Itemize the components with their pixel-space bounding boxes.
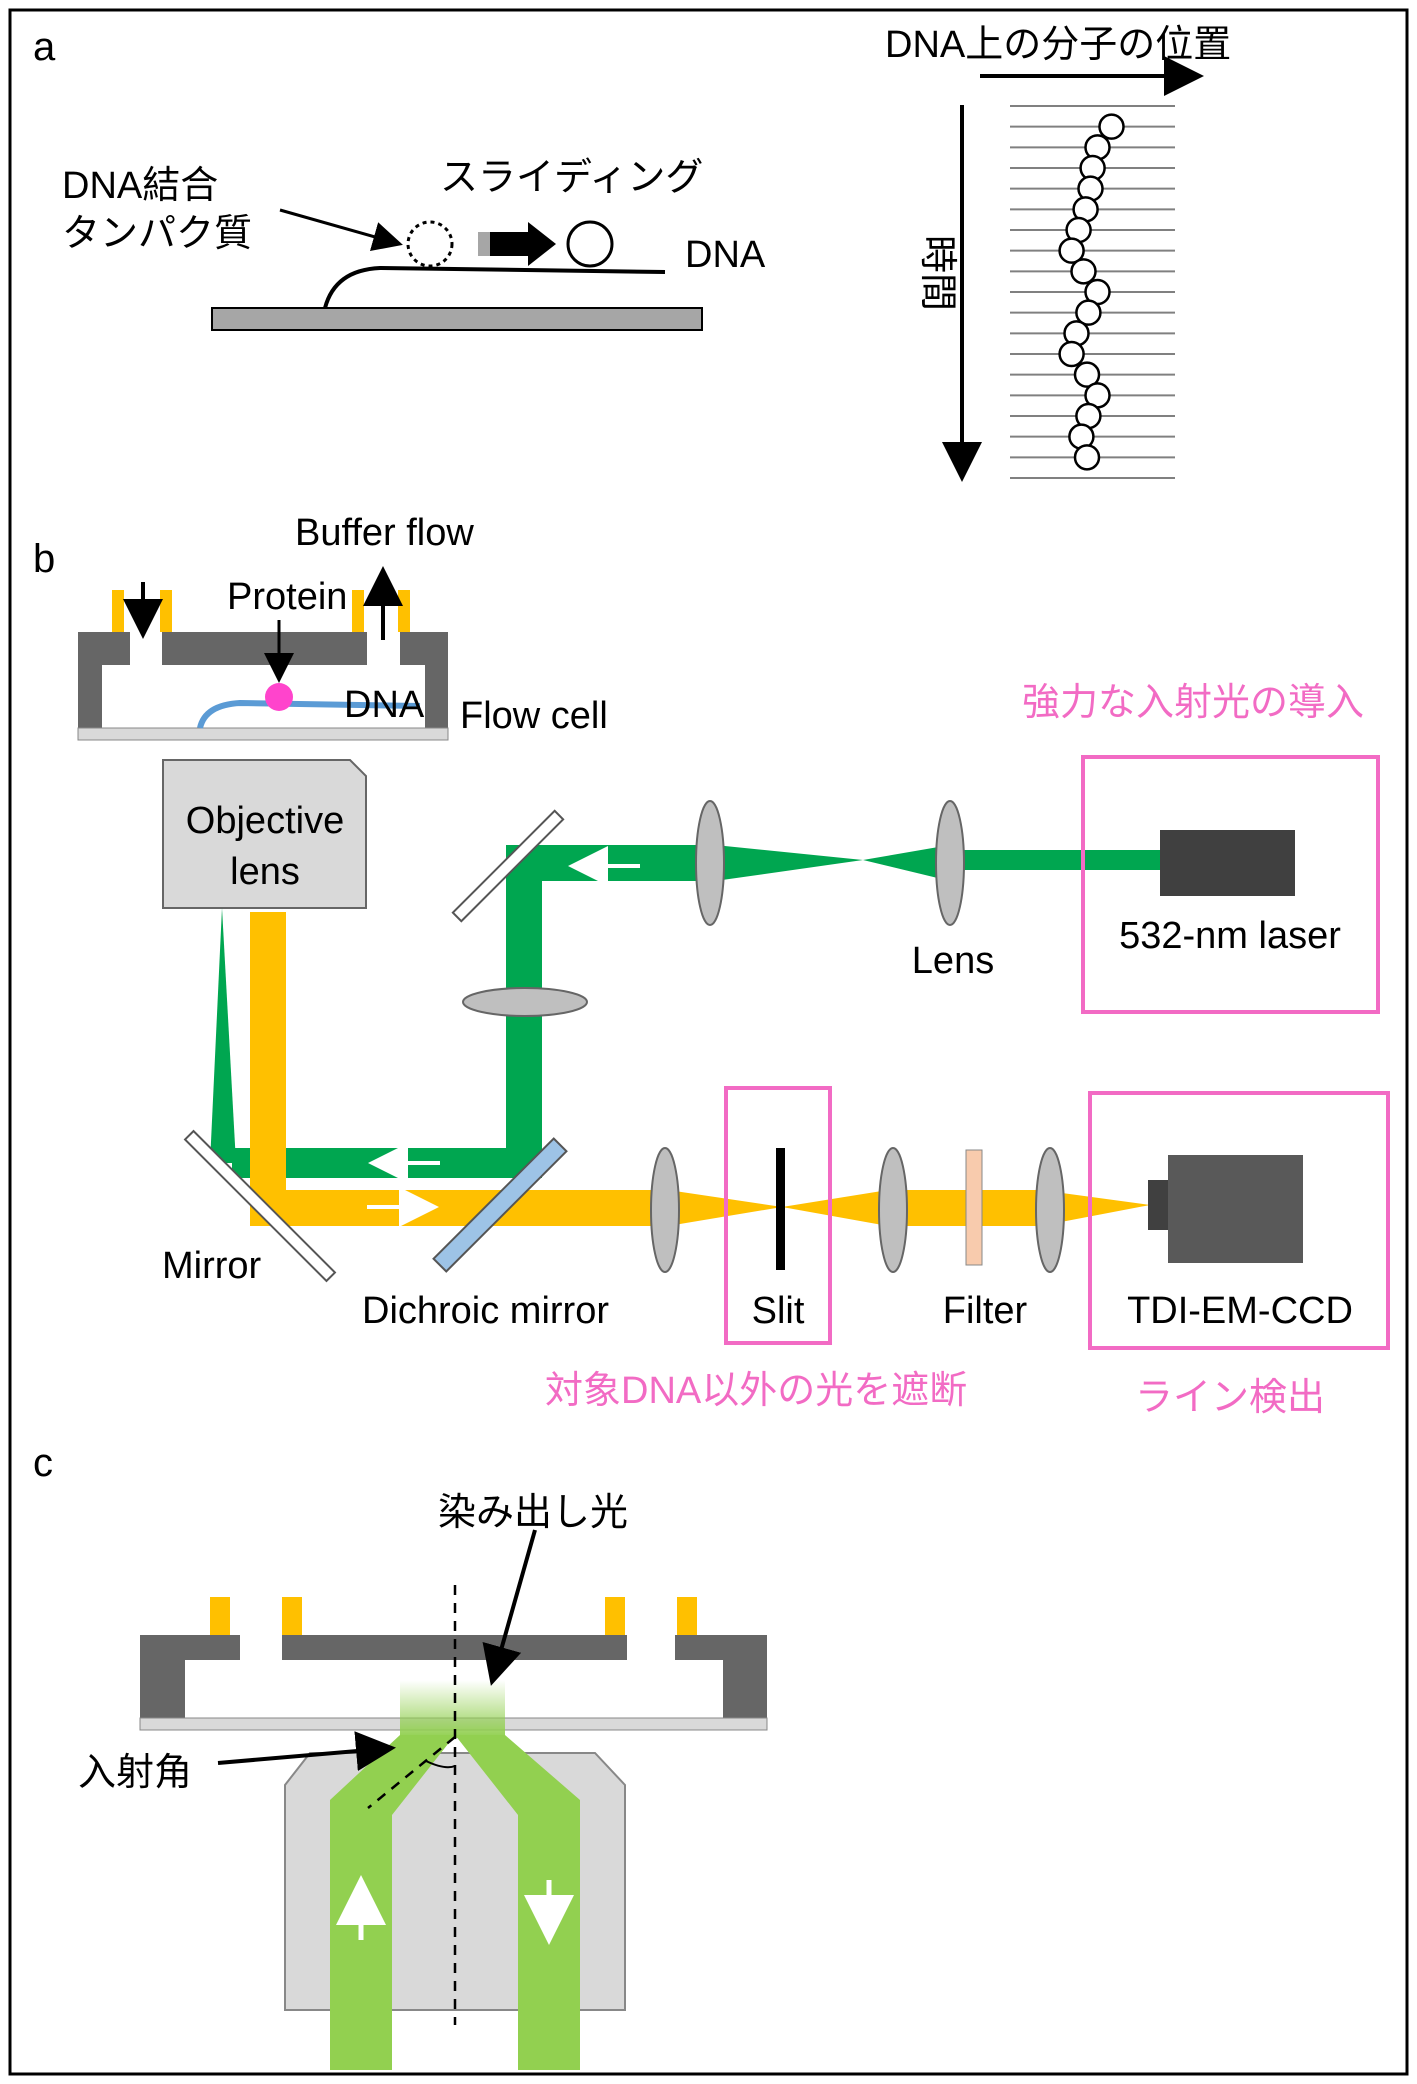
lens-6 <box>1035 1147 1065 1273</box>
objective-label-line1: Objective <box>186 800 344 842</box>
panel-c-label: c <box>33 1441 53 1485</box>
mirror-label: Mirror <box>162 1245 262 1287</box>
angle-pointer <box>217 1731 396 1772</box>
figure-border <box>8 8 1409 2076</box>
laser-label: 532-nm laser <box>1119 915 1341 957</box>
dna-strand-b <box>197 699 421 729</box>
mirror <box>183 1129 337 1283</box>
incidence-angle-label: 入射角 <box>78 1752 192 1794</box>
kymograph-dots <box>1058 113 1125 471</box>
evanescent-label: 染み出し光 <box>438 1492 628 1534</box>
panel-a-label: a <box>33 25 56 69</box>
incident-ray-line <box>367 1736 456 1809</box>
filter <box>965 1149 983 1266</box>
emission-beam <box>250 912 1150 1226</box>
sliding-label: スライディング <box>440 157 703 199</box>
objective-label-line2: lens <box>230 851 300 893</box>
flow-cell-c <box>139 1597 768 1731</box>
slit <box>776 1148 785 1270</box>
protein-label-b: Protein <box>227 576 347 618</box>
lens-2 <box>935 800 965 926</box>
kymograph-dot <box>1058 237 1085 264</box>
detector-label: TDI-EM-CCD <box>1127 1290 1353 1332</box>
kymograph-dot <box>1098 113 1125 140</box>
slit-highlight-box <box>724 1086 832 1345</box>
dna-label-b: DNA <box>344 684 425 726</box>
sliding-arrow-icon <box>478 222 556 266</box>
dichroic-label: Dichroic mirror <box>362 1290 609 1332</box>
lens-label: Lens <box>912 940 994 982</box>
kymograph-dot <box>1070 258 1097 285</box>
dna-strand <box>323 265 666 309</box>
protein-label-line1: DNA結合 <box>62 165 218 207</box>
kymograph-dot <box>1073 361 1101 388</box>
lens-5 <box>878 1147 908 1273</box>
buffer-flow-label: Buffer flow <box>295 512 474 554</box>
kymograph-dot <box>1073 444 1101 471</box>
laser-body <box>1160 830 1295 896</box>
position-axis-label: DNA上の分子の位置 <box>885 24 1231 66</box>
flow-cell-label: Flow cell <box>460 695 608 737</box>
reflected-beam-c <box>455 1735 580 2070</box>
time-axis-label: 時間 <box>916 235 958 311</box>
slit-label: Slit <box>752 1290 805 1332</box>
detector-camera <box>1148 1155 1303 1263</box>
panel-b-label: b <box>33 537 55 581</box>
lens-3 <box>462 987 588 1017</box>
detector-highlight-box <box>1088 1091 1390 1350</box>
evanescent-field <box>400 1680 505 1738</box>
slit-note: 対象DNA以外の光を遮断 <box>545 1370 967 1412</box>
protein-label-line2: タンパク質 <box>62 213 252 255</box>
protein-after-icon <box>566 220 614 268</box>
substrate <box>211 307 703 331</box>
laser-highlight-box <box>1081 755 1380 1014</box>
kymograph-dot <box>1058 340 1085 368</box>
protein-dot-icon <box>265 683 293 711</box>
detector-note: ライン検出 <box>1135 1377 1325 1419</box>
dna-label-a: DNA <box>685 234 766 276</box>
objective-lens <box>162 759 367 909</box>
kymograph-dot <box>1075 299 1102 326</box>
protein-pointer-arrow <box>279 208 403 252</box>
angle-arc <box>425 1760 456 1769</box>
lens-1 <box>695 800 725 926</box>
filter-label: Filter <box>943 1290 1028 1332</box>
top-mirror <box>451 809 565 923</box>
dichroic-mirror <box>432 1137 568 1273</box>
incident-beam-c <box>330 1735 455 2070</box>
lens-4 <box>650 1147 680 1273</box>
protein-before-icon <box>406 220 454 268</box>
laser-note: 強力な入射光の導入 <box>1022 682 1364 724</box>
evanescent-pointer <box>482 1529 537 1686</box>
